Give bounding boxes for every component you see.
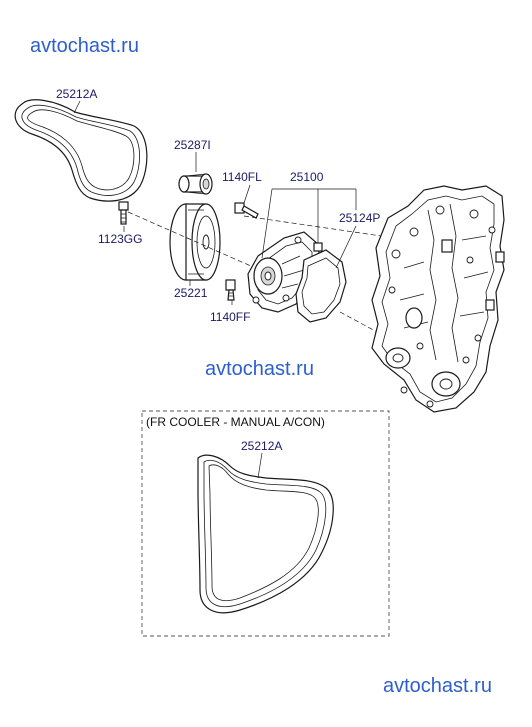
gasket bbox=[295, 249, 347, 323]
leader-bolt-fl bbox=[243, 184, 251, 204]
variant-box bbox=[141, 410, 390, 637]
drive-belt-top bbox=[14, 99, 148, 202]
leader-pump-assy bbox=[261, 188, 357, 259]
label-bolt-gg: 1123GG bbox=[98, 232, 142, 246]
dowel-pin bbox=[313, 242, 323, 252]
variant-note: (FR COOLER - MANUAL A/CON) bbox=[146, 415, 325, 429]
label-belt-alt: 25212A bbox=[241, 439, 282, 453]
watermark-bottom: avtochast.ru bbox=[383, 675, 492, 697]
label-belt-top: 25212A bbox=[56, 87, 97, 101]
watermark-top: avtochast.ru bbox=[30, 35, 139, 57]
timing-cover bbox=[371, 185, 505, 413]
label-gasket: 25124P bbox=[339, 211, 380, 225]
label-pump-assy: 25100 bbox=[290, 170, 324, 184]
bolt-1140ff bbox=[225, 279, 236, 301]
centerline-pump bbox=[243, 215, 396, 239]
label-pulley: 25221 bbox=[174, 286, 208, 300]
leader-belt-top bbox=[73, 100, 81, 114]
bolt-1140fl bbox=[234, 202, 259, 219]
bolt-1123gg bbox=[118, 201, 129, 225]
water-pump-pulley bbox=[169, 203, 221, 281]
drive-belt-alternate bbox=[197, 454, 334, 614]
label-bolt-fl: 1140FL bbox=[222, 170, 262, 184]
watermark-middle: avtochast.ru bbox=[205, 358, 314, 380]
leader-belt-alt bbox=[257, 452, 263, 479]
label-bolt-ff: 1140FF bbox=[210, 310, 250, 324]
leader-gasket bbox=[335, 225, 357, 269]
idler-roller bbox=[178, 173, 213, 195]
centerline-pulley bbox=[127, 211, 261, 271]
label-idler: 25287I bbox=[174, 138, 211, 152]
